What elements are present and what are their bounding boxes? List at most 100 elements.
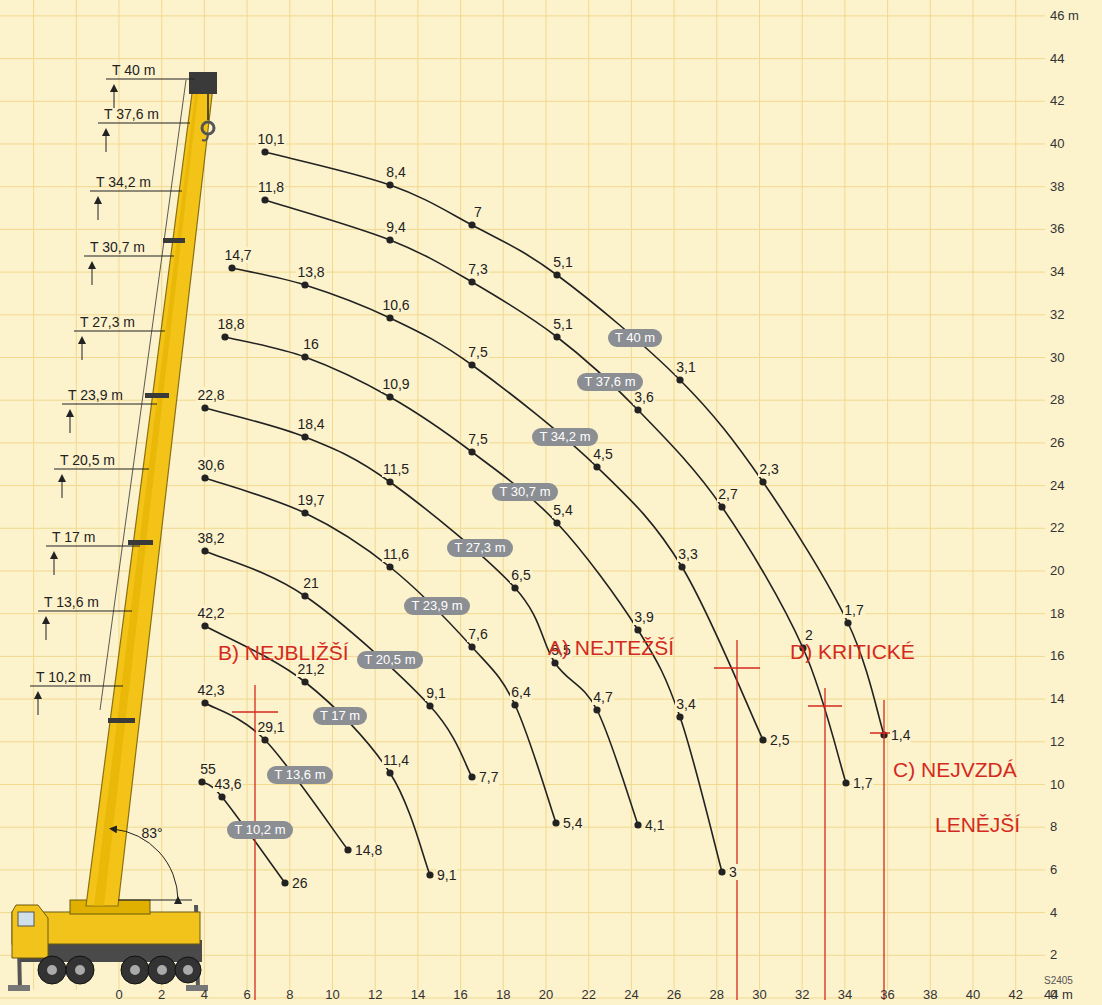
axis-label: 36 — [880, 987, 894, 1003]
axis-label: 38 — [1050, 179, 1064, 195]
load-value: 55 — [199, 761, 217, 777]
load-point — [842, 779, 849, 786]
axis-label: 24 — [1050, 478, 1064, 494]
load-value: 4,1 — [644, 817, 665, 833]
axis-label: 18 — [1050, 606, 1064, 622]
boom-length-pill: T 10,2 m — [227, 821, 292, 839]
load-value: 7,3 — [467, 261, 488, 277]
axis-label: 24 — [624, 987, 638, 1003]
load-value: 18,8 — [216, 316, 245, 332]
load-point — [198, 778, 205, 785]
boom-length-label: T 17 m — [52, 529, 95, 545]
load-point — [634, 406, 641, 413]
load-point — [759, 736, 766, 743]
load-point — [261, 196, 268, 203]
load-point — [386, 769, 393, 776]
pill-text: T 10,2 m — [234, 822, 285, 838]
boom-length-pill: T 30,7 m — [492, 483, 557, 501]
load-value: 7 — [473, 204, 483, 220]
boom-length-pill: T 27,3 m — [447, 539, 512, 557]
grid-line — [1015, 0, 1016, 990]
axis-label: 28 — [1050, 392, 1064, 408]
load-value: 1,4 — [890, 727, 911, 743]
load-value: 9,4 — [385, 219, 406, 235]
load-point — [511, 701, 518, 708]
grid-line — [0, 741, 1045, 742]
load-point — [301, 281, 308, 288]
load-point — [718, 503, 725, 510]
pill-text: T 23,9 m — [411, 598, 462, 614]
boom-length-pill: T 34,2 m — [532, 428, 597, 446]
load-value: 10,9 — [381, 376, 410, 392]
axis-label: 8 — [286, 987, 293, 1003]
boom-length-label: T 10,2 m — [36, 669, 91, 685]
load-value: 3,1 — [675, 359, 696, 375]
load-point — [426, 702, 433, 709]
load-curve — [232, 268, 763, 740]
annotation-label: C) NEJVZDÁ — [893, 758, 1017, 782]
crane-illustration — [8, 72, 217, 991]
load-point — [678, 563, 685, 570]
axis-label: 32 — [795, 987, 809, 1003]
load-point — [386, 478, 393, 485]
load-point — [386, 236, 393, 243]
load-point — [261, 148, 268, 155]
grid-line — [0, 58, 1045, 59]
axis-label: 2 — [158, 987, 165, 1003]
axis-label: 14 — [411, 987, 425, 1003]
load-point — [386, 181, 393, 188]
load-value: 13,8 — [296, 264, 325, 280]
load-value: 6,4 — [510, 684, 531, 700]
axis-label: 44 m — [1044, 987, 1073, 1003]
load-point — [676, 376, 683, 383]
axis-label: 4 — [201, 987, 208, 1003]
load-value: 5,1 — [552, 254, 573, 270]
load-point — [386, 393, 393, 400]
load-value: 10,1 — [256, 131, 285, 147]
load-point — [551, 659, 558, 666]
load-value: 7,5 — [467, 344, 488, 360]
pill-text: T 20,5 m — [364, 652, 415, 668]
load-value: 7,5 — [467, 431, 488, 447]
axis-label: 10 — [325, 987, 339, 1003]
axis-label: 10 — [1050, 777, 1064, 793]
axis-label: 30 — [752, 987, 766, 1003]
load-value: 2,3 — [758, 461, 779, 477]
pill-text: T 37,6 m — [584, 374, 635, 390]
load-value: 3,6 — [633, 389, 654, 405]
grid-line — [844, 0, 845, 990]
load-value: 16 — [302, 336, 320, 352]
position-markers — [232, 640, 898, 1000]
pill-text: T 30,7 m — [499, 484, 550, 500]
axis-label: 6 — [243, 987, 250, 1003]
pill-text: T 13,6 m — [274, 767, 325, 783]
pill-text: T 17 m — [320, 708, 360, 724]
axis-label: 8 — [1050, 819, 1057, 835]
load-point — [301, 592, 308, 599]
load-value: 22,8 — [196, 387, 225, 403]
load-point — [468, 643, 475, 650]
load-value: 21 — [302, 575, 320, 591]
load-value: 30,6 — [196, 457, 225, 473]
grid-line — [0, 229, 1045, 230]
axis-label: 26 — [667, 987, 681, 1003]
load-curve — [265, 200, 846, 783]
axis-label: 14 — [1050, 691, 1064, 707]
axis-label: 30 — [1050, 350, 1064, 366]
load-point — [426, 871, 433, 878]
load-value: 3,4 — [675, 696, 696, 712]
load-value: 4,7 — [592, 689, 613, 705]
load-point — [281, 879, 288, 886]
grid-line — [0, 15, 1045, 16]
load-value: 19,7 — [296, 492, 325, 508]
boom-length-pill: T 13,6 m — [267, 766, 332, 784]
boom-length-label: T 37,6 m — [104, 106, 159, 122]
axis-label: 34 — [838, 987, 852, 1003]
load-curve — [205, 551, 472, 777]
load-point — [201, 622, 208, 629]
load-point — [201, 404, 208, 411]
load-value: 42,2 — [196, 605, 225, 621]
boom-length-label: T 23,9 m — [68, 387, 123, 403]
